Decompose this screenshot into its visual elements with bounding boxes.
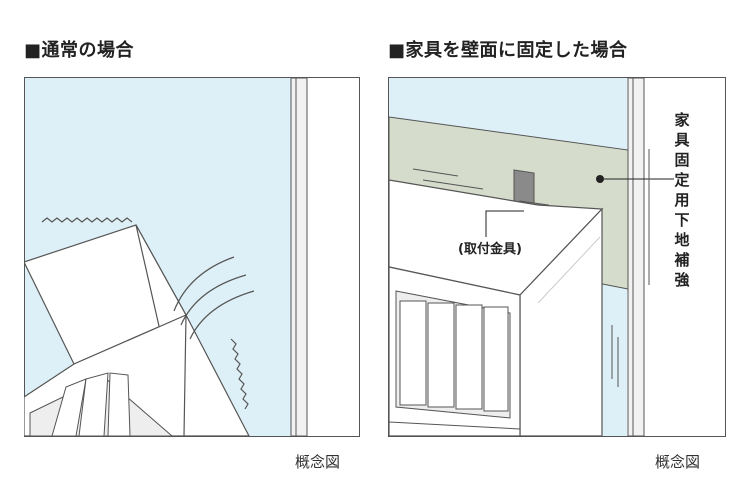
left-panel-caption: 概念図	[295, 453, 341, 471]
standing-file-2	[427, 302, 455, 408]
right-panel-title: ■家具を壁面に固定した場合	[388, 40, 628, 61]
right-panel-caption: 概念図	[655, 453, 701, 471]
window-frame	[290, 77, 308, 437]
window-frame	[627, 77, 645, 437]
falling-file-3	[107, 372, 131, 437]
reinforcement-label: 家具固定用下地補強	[674, 111, 690, 289]
motion-arc-3	[189, 290, 255, 340]
bracket-label: (取付金具)	[458, 241, 522, 257]
fixed-case-illustration: (取付金具)	[388, 77, 726, 437]
standing-file-1	[399, 300, 427, 406]
standing-file-4	[483, 306, 509, 412]
left-panel-title: ■通常の場合	[24, 40, 135, 61]
shake-mark-top	[41, 217, 133, 223]
normal-case-illustration	[24, 77, 360, 437]
falling-file-2	[78, 372, 109, 437]
bracket-leader-line	[485, 210, 524, 237]
motion-arc-1	[173, 256, 235, 312]
reinforcement-point	[596, 175, 604, 183]
motion-arc-2	[180, 274, 247, 326]
standing-file-3	[455, 304, 483, 410]
shake-mark-right	[230, 338, 249, 410]
